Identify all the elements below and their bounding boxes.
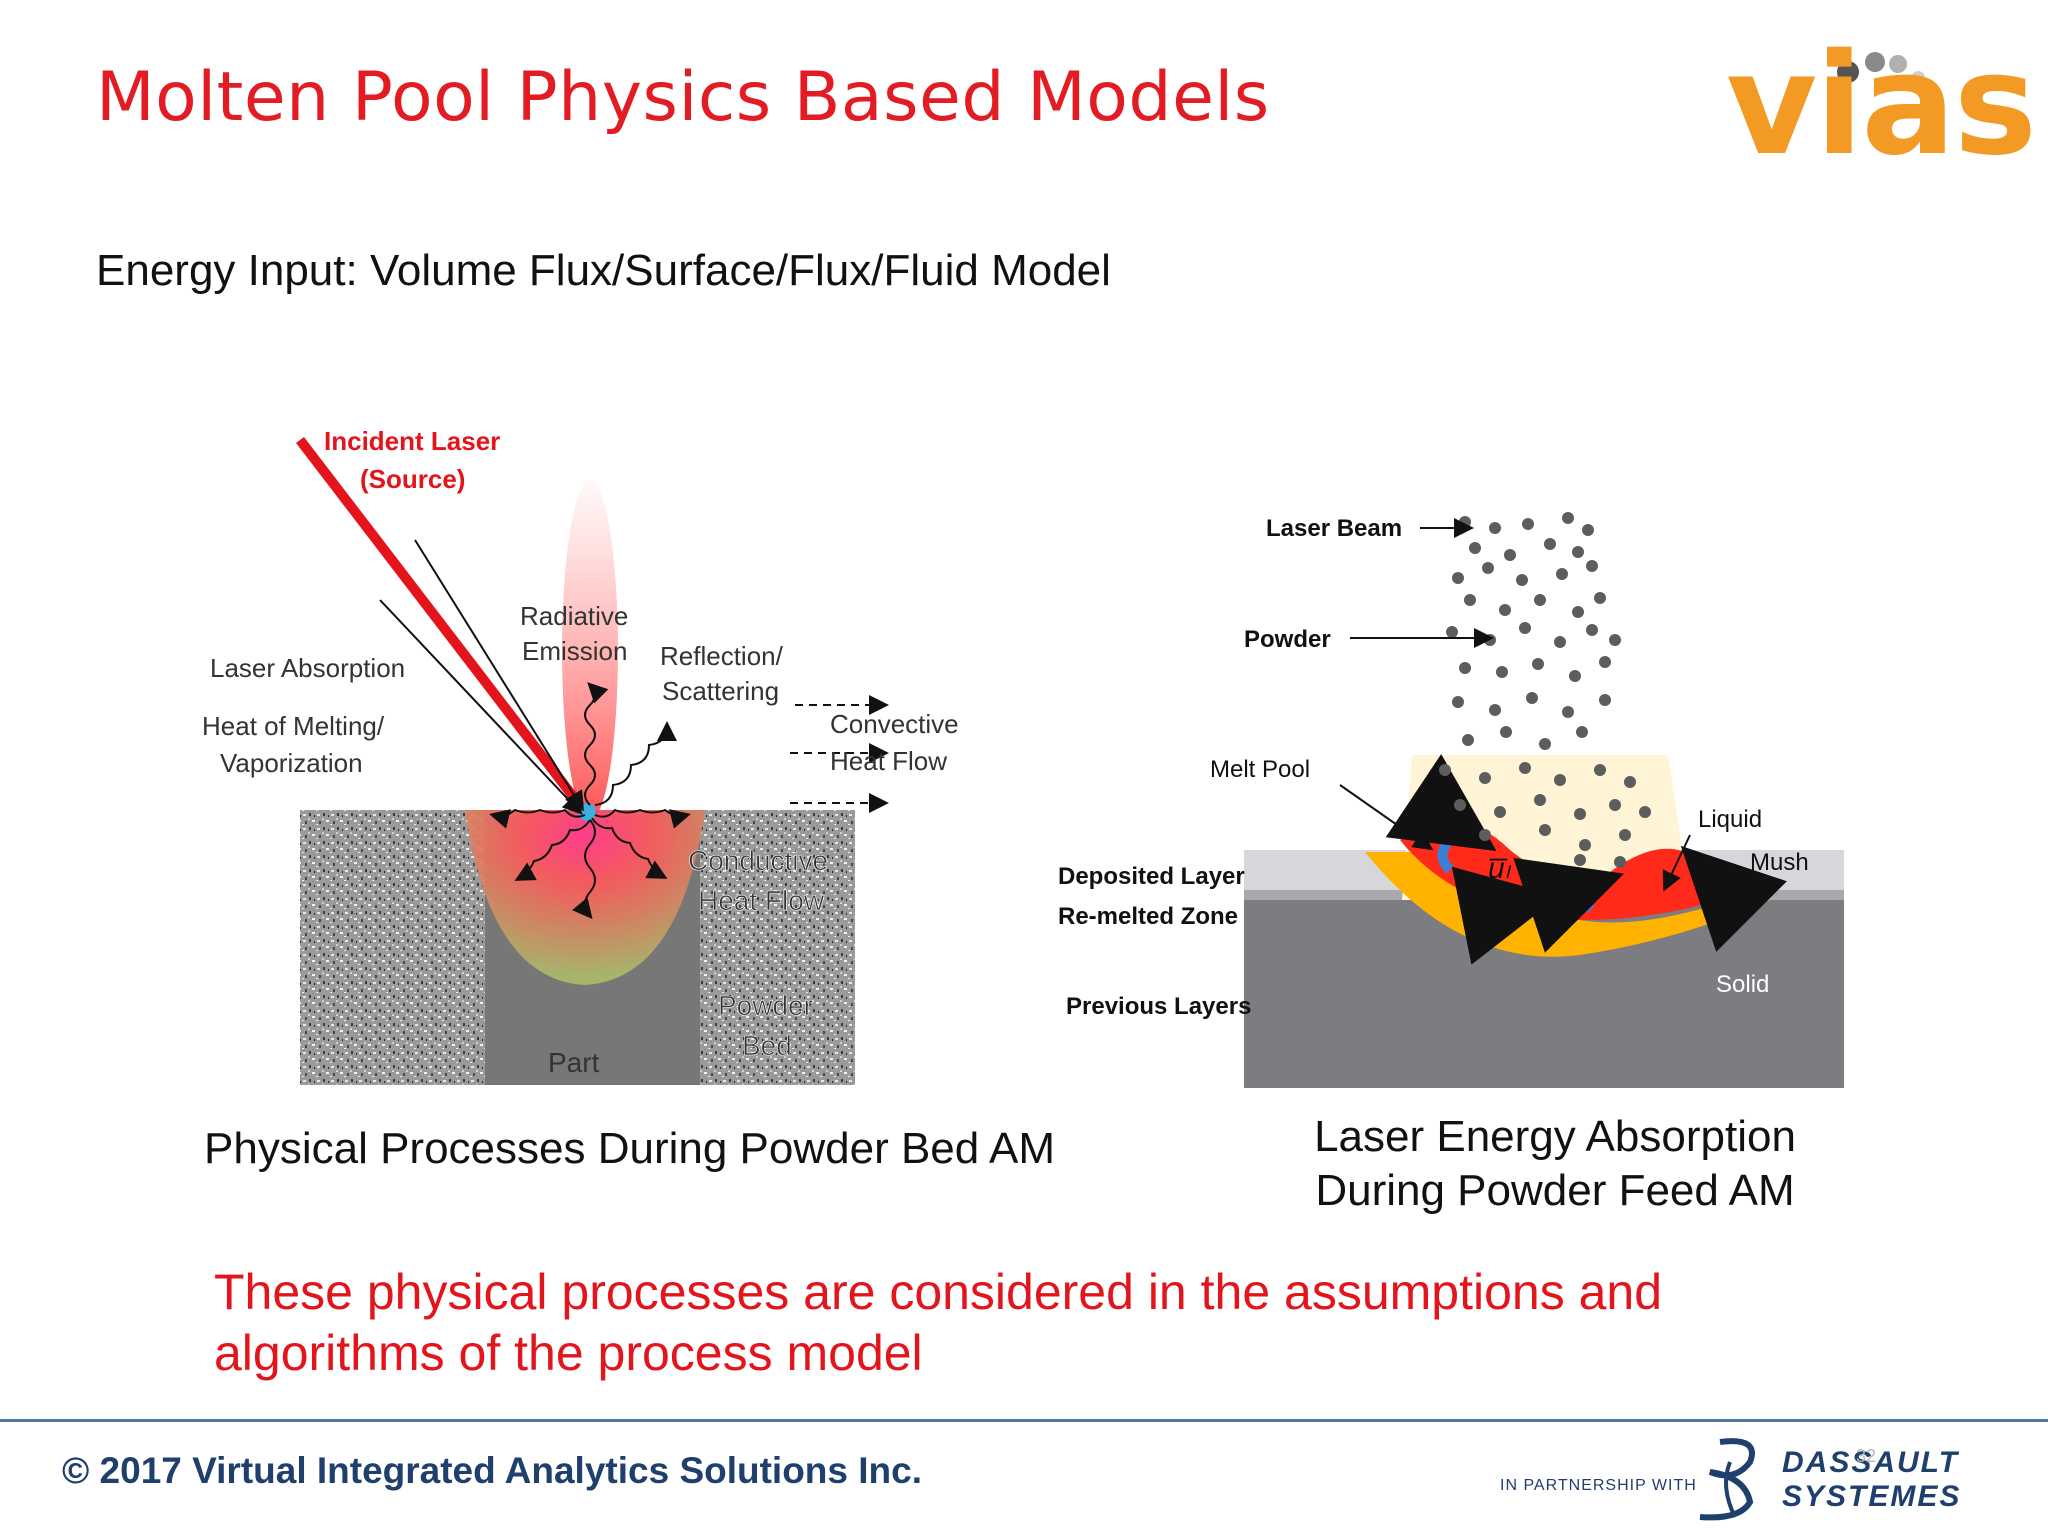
label-radiative: Radiative: [520, 601, 628, 631]
label-remelted-zone: Re-melted Zone: [1058, 903, 1238, 930]
label-melt-pool: Melt Pool: [1210, 756, 1310, 783]
vias-logo-text: vias: [1726, 24, 2037, 187]
label-incident-source: (Source): [360, 464, 465, 494]
label-solid: Solid: [1716, 971, 1769, 998]
label-deposited-layer: Deposited Layer: [1058, 863, 1245, 890]
label-convective-heat-flow: Heat Flow: [830, 746, 947, 776]
label-laser-absorption: Laser Absorption: [210, 653, 405, 683]
label-previous-layers: Previous Layers: [1066, 993, 1251, 1020]
partnership-text: IN PARTNERSHIP WITH: [1500, 1477, 1697, 1494]
page-number: 32: [1856, 1446, 1877, 1466]
radiative-plume: [562, 480, 618, 820]
label-powder: Powder: [718, 990, 813, 1021]
copyright-text: © 2017 Virtual Integrated Analytics Solu…: [62, 1450, 922, 1491]
powder-feed-diagram: u̅ₗ Laser Beam Powder Melt Pool Liquid M…: [1058, 512, 1844, 1088]
label-powder: Powder: [1244, 626, 1331, 653]
caption-powder-bed: Physical Processes During Powder Bed AM: [204, 1124, 1056, 1173]
incident-laser-beam: [296, 436, 589, 816]
energy-input-subtitle: Energy Input: Volume Flux/Surface/Flux/F…: [96, 246, 1111, 295]
velocity-symbol: u̅ₗ: [1488, 852, 1512, 885]
label-reflection: Reflection/: [660, 641, 784, 671]
caption-powder-feed: Laser Energy Absorption During Powder Fe…: [1314, 1112, 1796, 1215]
label-conductive-heat-flow: Heat Flow: [698, 885, 825, 916]
powder-bed-diagram: Incident Laser (Source) Radiative Emissi…: [202, 426, 959, 1085]
dassault-text-line2: SYSTEMES: [1782, 1480, 1962, 1513]
label-conductive: Conductive: [688, 845, 828, 876]
label-vaporization: Vaporization: [220, 748, 363, 778]
label-mush: Mush: [1750, 849, 1809, 876]
vias-logo: [1837, 52, 1925, 85]
label-liquid: Liquid: [1698, 806, 1762, 833]
red-note-text: These physical processes are considered …: [214, 1264, 1663, 1381]
label-bed: Bed: [742, 1030, 792, 1061]
label-laser-beam: Laser Beam: [1266, 515, 1402, 542]
label-incident-laser: Incident Laser: [324, 426, 500, 456]
footer-divider: [0, 1419, 2048, 1422]
dassault-logo-icon: [1699, 1438, 1755, 1521]
label-heat-melting: Heat of Melting/: [202, 711, 385, 741]
label-scattering: Scattering: [662, 676, 779, 706]
slide-title: Molten Pool Physics Based Models: [96, 58, 1270, 137]
label-emission: Emission: [522, 636, 627, 666]
dassault-text-line1: DASSAULT: [1782, 1446, 1960, 1479]
label-convective: Convective: [830, 709, 959, 739]
label-part: Part: [548, 1047, 600, 1078]
powder-particles: [1439, 512, 1651, 868]
